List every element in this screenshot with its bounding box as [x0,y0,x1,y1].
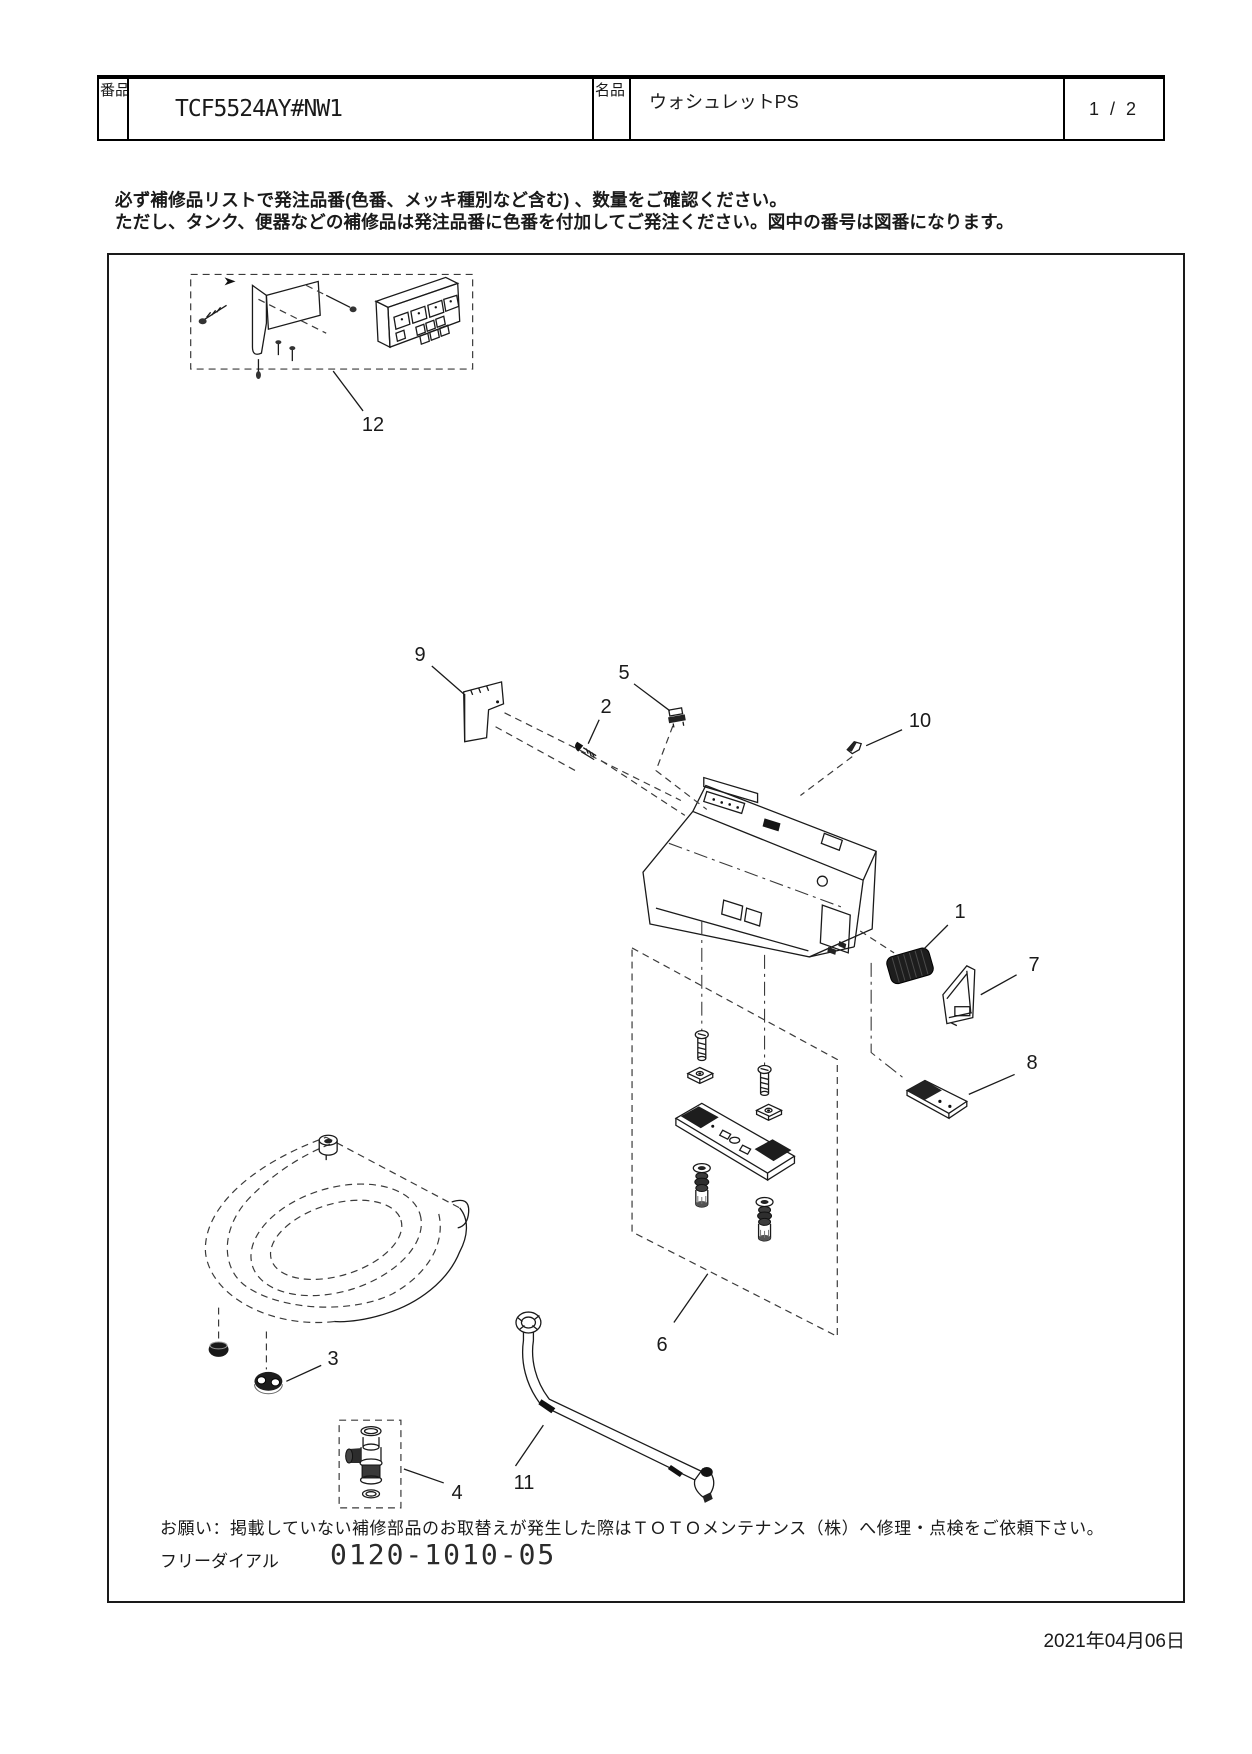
document-date: 2021年04月06日 [1043,1631,1185,1652]
square-nut-icon [686,1066,715,1085]
callout-11: 11 [511,1472,537,1494]
callout-4: 4 [449,1482,465,1504]
part-number-label-cell: 品番 [98,79,130,139]
callout-1: 1 [952,901,968,923]
anchor-bolt-icon [692,1162,711,1208]
diagram-frame: 12 9 2 5 10 1 7 8 6 3 4 11 [107,253,1185,1603]
header-table: 品番 TCF5524AY#NW1 品名 ウォシュレットPS 1 / 2 [97,75,1165,141]
product-name-value: ウォシュレットPS [629,79,1063,139]
part-5-clip [668,707,686,728]
seat-hinge-icon [318,1134,338,1161]
maintenance-request-text: お願い：掲載していない補修部品のお取替えが発生した際はＴＯＴＯメンテナンス（株）… [160,1519,1105,1538]
part-number-label: 品番 [98,82,130,114]
callout-5: 5 [616,662,632,684]
callout-12: 12 [359,414,387,436]
exploded-view-drawing [190,273,1017,1509]
part-8-deodorizer-cartridge [905,1079,969,1120]
callout-2: 2 [598,696,614,718]
base-plate-group [631,921,838,1338]
order-notice-line2: ただし、タンク、便器などの補修品は発注品番に色番を付加してご発注ください。図中の… [115,212,1014,232]
product-name-label-cell: 品名 [592,79,629,139]
part-number-value: TCF5524AY#NW1 [127,79,592,139]
part-3-fasteners [208,1307,283,1395]
order-notice-line1: 必ず補修品リストで発注品番(色番、メッキ種別など含む) 、数量をご確認ください。 [115,190,788,210]
leader-lines [286,665,1017,1484]
part-9-plate [463,681,505,743]
part-7-cover [942,965,976,1027]
alignment-lines [495,712,905,1079]
order-notice: 必ず補修品リストで発注品番(色番、メッキ種別など含む) 、数量をご確認ください。… [115,189,1014,233]
part-1-filter-sponge [886,947,934,985]
anchor-screw-icon [198,304,227,325]
base-plate-sketch [674,1102,796,1182]
callout-7: 7 [1026,954,1042,976]
page-indicator: 1 / 2 [1063,79,1163,139]
remote-control-sketch [374,276,461,349]
mounting-screw-icon [694,1029,709,1062]
callout-6: 6 [654,1334,670,1356]
product-name-label: 品名 [593,82,625,114]
callout-10: 10 [906,710,934,732]
freedial-label: フリーダイアル [160,1552,279,1571]
supply-hose-sketch [515,1311,715,1503]
callout-9: 9 [412,644,428,666]
callout-3: 3 [325,1348,341,1370]
washlet-main-unit [642,776,877,958]
callout-8: 8 [1024,1052,1040,1074]
toilet-seat-sketch [204,1134,470,1324]
remote-control-group [190,273,474,412]
freedial-number: 0120-1010-05 [330,1538,557,1571]
valve-group [338,1419,402,1509]
part-2-screw [574,741,597,761]
wall-bracket-sketch [198,277,357,380]
part-10-clip [846,740,863,755]
